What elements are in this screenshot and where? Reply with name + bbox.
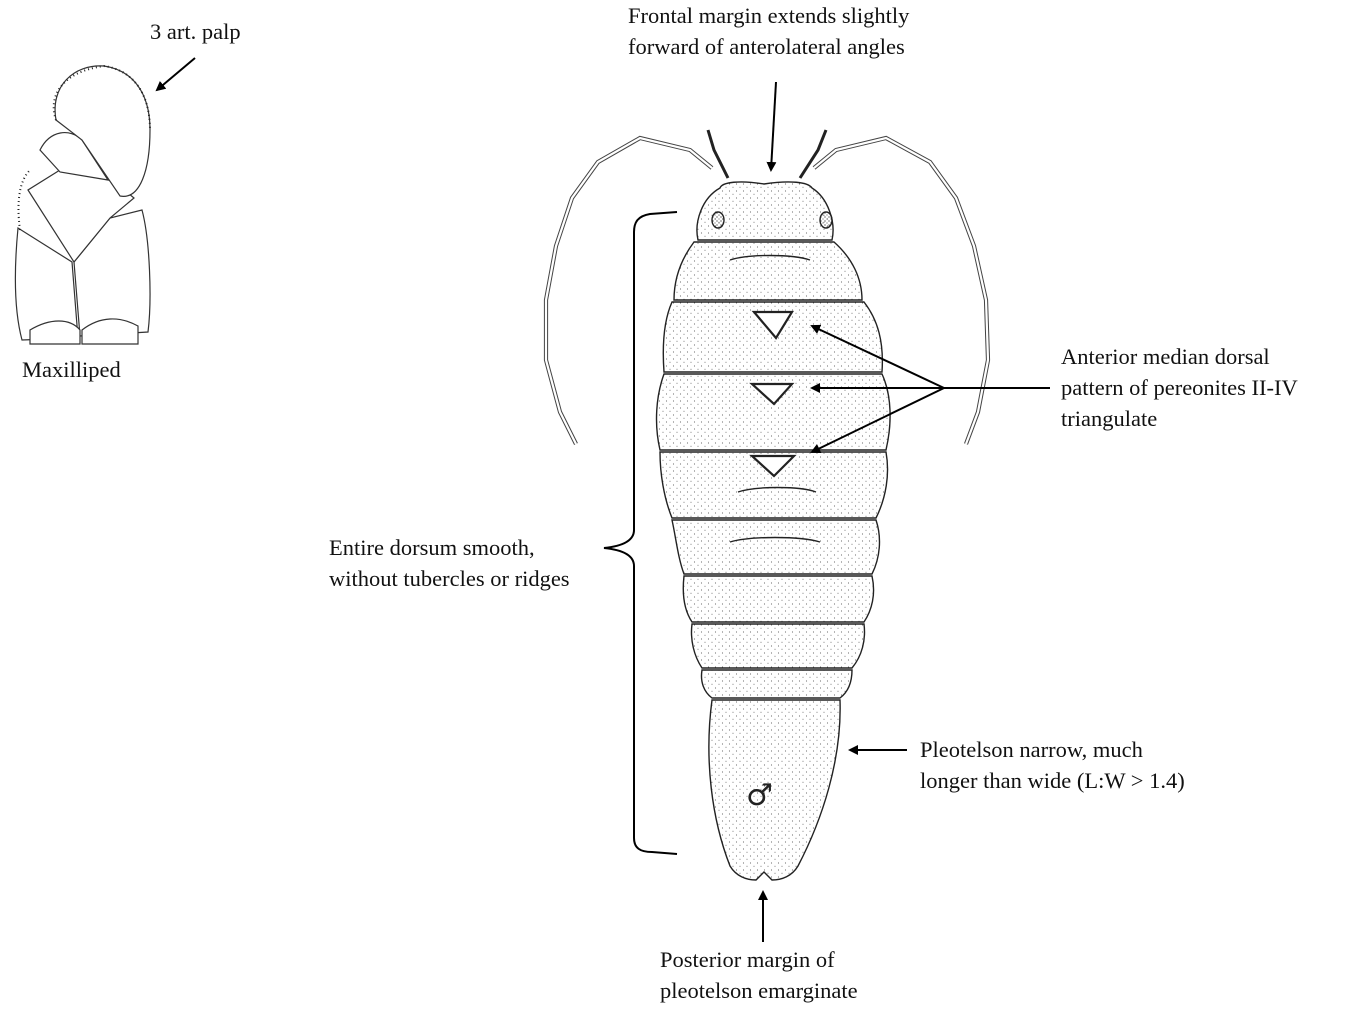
dorsal-line-3: triangulate — [1061, 403, 1298, 434]
pleotelson-line-2: longer than wide (L:W > 1.4) — [920, 765, 1185, 796]
dorsal-line-1: Anterior median dorsal — [1061, 341, 1298, 372]
dorsal-line-2: pattern of pereonites II-IV — [1061, 372, 1298, 403]
dorsum-brace — [604, 212, 677, 854]
dorsum-label: Entire dorsum smooth, without tubercles … — [329, 532, 570, 594]
pleotelson-line-1: Pleotelson narrow, much — [920, 734, 1185, 765]
posterior-label: Posterior margin of pleotelson emarginat… — [660, 944, 858, 1006]
maxilliped-drawing — [15, 66, 150, 344]
dorsum-line-1: Entire dorsum smooth, — [329, 532, 570, 563]
frontal-line-2: forward of anterolateral angles — [628, 31, 909, 62]
frontal-arrow — [771, 82, 776, 170]
male-symbol: ♂ — [746, 778, 773, 813]
posterior-line-2: pleotelson emarginate — [660, 975, 858, 1006]
palp-arrow — [157, 58, 195, 90]
posterior-line-1: Posterior margin of — [660, 944, 858, 975]
frontal-label: Frontal margin extends slightly forward … — [628, 0, 909, 62]
frontal-line-1: Frontal margin extends slightly — [628, 0, 909, 31]
maxilliped-label: Maxilliped — [22, 354, 121, 385]
pleotelson-label: Pleotelson narrow, much longer than wide… — [920, 734, 1185, 796]
dorsum-line-2: without tubercles or ridges — [329, 563, 570, 594]
dorsal-pattern-label: Anterior median dorsal pattern of pereon… — [1061, 341, 1298, 434]
palp-label: 3 art. palp — [150, 16, 241, 47]
